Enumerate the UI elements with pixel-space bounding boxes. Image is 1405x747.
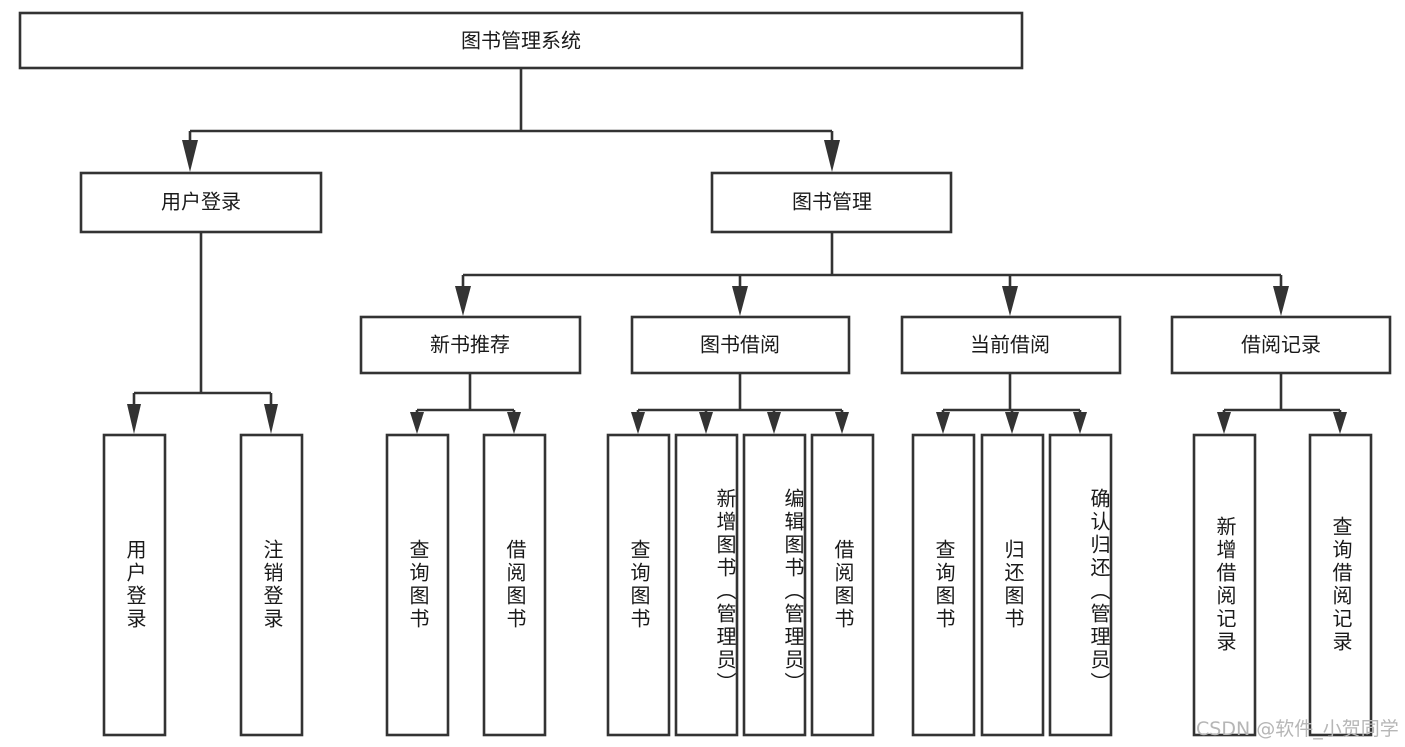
node-user-login-box[interactable] bbox=[79, 171, 323, 234]
node-book-borrow-label: 图书借阅 bbox=[700, 333, 780, 357]
node-root[interactable]: 图书管理系统 bbox=[18, 11, 1024, 70]
node-current-borrow[interactable]: 当前借阅 bbox=[900, 315, 1122, 375]
node-borrow-record[interactable]: 借阅记录 bbox=[1170, 315, 1392, 375]
node-root-box[interactable] bbox=[18, 11, 1024, 70]
leaf-box-borrow-record-1[interactable] bbox=[1308, 433, 1373, 737]
arrow-head-user-login bbox=[182, 140, 198, 172]
connector-group-book-borrow bbox=[631, 373, 849, 434]
connector-group-book-mgmt bbox=[455, 232, 1289, 316]
node-root-label: 图书管理系统 bbox=[461, 29, 581, 53]
connector-group-current-borrow bbox=[936, 373, 1087, 434]
node-borrow-record-label: 借阅记录 bbox=[1241, 333, 1321, 357]
csdn-watermark: CSDN @软件_小贺同学 bbox=[1196, 718, 1399, 740]
node-current-borrow-label: 当前借阅 bbox=[970, 333, 1050, 357]
node-new-book-recommend-label: 新书推荐 bbox=[430, 333, 510, 357]
node-book-management-label: 图书管理 bbox=[792, 190, 872, 214]
arrow-head-user-login-leaf-1 bbox=[264, 404, 278, 434]
node-new-book-recommend-box[interactable] bbox=[359, 315, 582, 375]
node-user-login-label: 用户登录 bbox=[161, 190, 241, 214]
leaf-box-current-borrow-2[interactable] bbox=[1048, 433, 1113, 737]
arrow-head-book-borrow bbox=[732, 286, 748, 316]
node-current-borrow-box[interactable] bbox=[900, 315, 1122, 375]
arrow-head-borrow-record-leaf-0 bbox=[1217, 412, 1231, 434]
arrow-head-current-borrow-leaf-0 bbox=[936, 412, 950, 434]
node-book-management[interactable]: 图书管理 bbox=[710, 171, 953, 234]
arrow-head-book-borrow-leaf-2 bbox=[767, 412, 781, 434]
leaf-box-book-borrow-2[interactable] bbox=[742, 433, 807, 737]
leaf-box-book-borrow-1[interactable] bbox=[674, 433, 739, 737]
connector-group-user-login bbox=[127, 232, 278, 434]
arrow-head-current-borrow bbox=[1002, 286, 1018, 316]
leaf-box-new-book-0[interactable] bbox=[385, 433, 450, 737]
leaf-box-current-borrow-1[interactable] bbox=[980, 433, 1045, 737]
leaf-box-book-borrow-3[interactable] bbox=[810, 433, 875, 737]
arrow-head-current-borrow-leaf-1 bbox=[1005, 412, 1019, 434]
arrow-head-new-book-leaf-1 bbox=[507, 412, 521, 434]
connector-group-root bbox=[182, 68, 840, 172]
node-borrow-record-box[interactable] bbox=[1170, 315, 1392, 375]
arrow-head-book-mgmt bbox=[824, 140, 840, 172]
arrow-head-borrow-record-leaf-1 bbox=[1333, 412, 1347, 434]
arrow-head-book-borrow-leaf-0 bbox=[631, 412, 645, 434]
leaf-box-user-login-0[interactable] bbox=[102, 433, 167, 737]
leaf-box-borrow-record-0[interactable] bbox=[1192, 433, 1257, 737]
node-book-borrow[interactable]: 图书借阅 bbox=[630, 315, 851, 375]
connector-group-new-book bbox=[410, 373, 521, 434]
arrow-head-new-book-leaf-0 bbox=[410, 412, 424, 434]
arrow-head-book-borrow-leaf-3 bbox=[835, 412, 849, 434]
connector-group-borrow-record bbox=[1217, 373, 1347, 434]
arrow-head-borrow-record bbox=[1273, 286, 1289, 316]
leaf-box-new-book-1[interactable] bbox=[482, 433, 547, 737]
node-new-book-recommend[interactable]: 新书推荐 bbox=[359, 315, 582, 375]
leaf-box-user-login-1[interactable] bbox=[239, 433, 304, 737]
leaf-box-book-borrow-0[interactable] bbox=[606, 433, 671, 737]
node-user-login[interactable]: 用户登录 bbox=[79, 171, 323, 234]
arrow-head-new-book bbox=[455, 286, 471, 316]
arrow-head-user-login-leaf-0 bbox=[127, 404, 141, 434]
arrow-head-book-borrow-leaf-1 bbox=[699, 412, 713, 434]
leaf-box-current-borrow-0[interactable] bbox=[911, 433, 976, 737]
arrow-head-current-borrow-leaf-2 bbox=[1073, 412, 1087, 434]
node-book-management-box[interactable] bbox=[710, 171, 953, 234]
node-book-borrow-box[interactable] bbox=[630, 315, 851, 375]
